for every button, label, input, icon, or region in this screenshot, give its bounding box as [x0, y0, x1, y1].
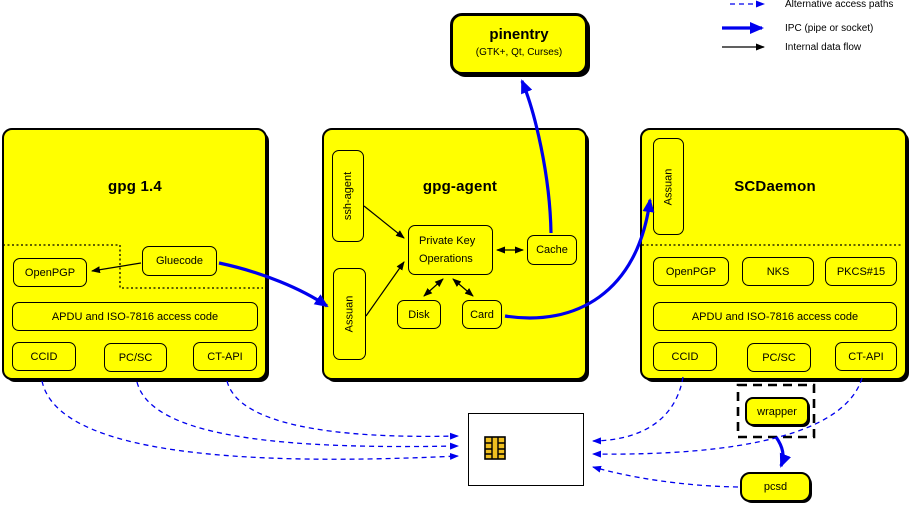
scdaemon-ccid-label: CCID — [671, 350, 699, 363]
alt-gpg14-ccid-to-card — [41, 380, 459, 460]
alt-gpg14-ctapi-to-card — [226, 380, 459, 440]
gpg14-apdu-box: APDU and ISO-7816 access code — [12, 302, 258, 331]
pcsd-label: pcsd — [763, 481, 788, 493]
scdaemon-ctapi-label: CT-API — [848, 350, 884, 363]
scdaemon-ccid-box: CCID — [653, 342, 717, 371]
gpg14-openpgp-label: OpenPGP — [24, 266, 76, 279]
legend-label-internal: Internal data flow — [785, 42, 862, 53]
gpg-agent-ssh-agent-box: ssh-agent — [332, 150, 364, 242]
scdaemon-openpgp-label: OpenPGP — [665, 265, 717, 278]
scdaemon-assuan-label: Assuan — [662, 168, 675, 205]
scdaemon-apdu-label: APDU and ISO-7816 access code — [691, 310, 859, 323]
gpg-agent-title: gpg-agent — [422, 178, 498, 195]
scdaemon-nks-label: NKS — [766, 265, 790, 278]
gpg14-apdu-label: APDU and ISO-7816 access code — [51, 310, 219, 323]
private-key-operations-box: Private Key Operations — [408, 225, 493, 275]
legend-label-ipc: IPC (pipe or socket) — [785, 23, 874, 34]
scdaemon-openpgp-box: OpenPGP — [653, 257, 729, 286]
wrapper-label: wrapper — [757, 405, 797, 418]
smartcard — [468, 413, 584, 486]
gpg14-title: gpg 1.4 — [108, 178, 162, 195]
gpg14-pcsc-label: PC/SC — [118, 351, 153, 364]
disk-box: Disk — [397, 300, 441, 329]
scdaemon-assuan-box: Assuan — [653, 138, 684, 235]
scdaemon-nks-box: NKS — [742, 257, 814, 286]
alt-scdaemon-ctapi-to-card — [592, 377, 863, 458]
gpg14-pcsc-box: PC/SC — [104, 343, 167, 372]
scdaemon-apdu-box: APDU and ISO-7816 access code — [653, 302, 897, 331]
gpg14-ccid-label: CCID — [30, 350, 58, 363]
pko-line2: Operations — [419, 253, 473, 265]
cache-label: Cache — [536, 244, 568, 256]
disk-label: Disk — [408, 308, 430, 321]
smartcard-chip-icon — [484, 436, 506, 460]
gpg14-ccid-box: CCID — [12, 342, 76, 371]
pko-line1: Private Key — [419, 235, 476, 247]
scdaemon-pkcs15-box: PKCS#15 — [825, 257, 897, 286]
gpg14-gluecode-label: Gluecode — [155, 255, 204, 267]
gpg14-gluecode-box: Gluecode — [142, 246, 217, 276]
gpg-agent-assuan-label: Assuan — [343, 295, 356, 333]
pinentry-box: pinentry (GTK+, Qt, Curses) — [450, 13, 588, 75]
scdaemon-ctapi-box: CT-API — [835, 342, 897, 371]
ssh-agent-label: ssh-agent — [342, 171, 354, 221]
gpg-agent-assuan-box: Assuan — [333, 268, 366, 360]
gpg14-ctapi-label: CT-API — [207, 350, 243, 363]
legend-label-alternative: Alternative access paths — [785, 0, 894, 10]
cache-box: Cache — [527, 235, 577, 265]
card-label: Card — [470, 308, 494, 321]
ipc-wrapper-to-pcsd — [774, 436, 792, 468]
card-box: Card — [462, 300, 502, 329]
scdaemon-title: SCDaemon — [734, 178, 816, 195]
scdaemon-pcsc-box: PC/SC — [747, 343, 811, 372]
scdaemon-pkcs15-label: PKCS#15 — [836, 265, 886, 278]
pinentry-subtitle: (GTK+, Qt, Curses) — [475, 47, 563, 58]
alt-scdaemon-ccid-to-card — [592, 376, 684, 445]
pinentry-title: pinentry — [489, 26, 549, 43]
scdaemon-pcsc-label: PC/SC — [762, 351, 796, 364]
alt-gpg14-pcsc-to-card — [136, 381, 459, 450]
wrapper-box: wrapper — [745, 397, 809, 426]
alt-pcsd-to-card — [592, 465, 739, 488]
pcsd-box: pcsd — [740, 472, 811, 502]
gpg14-openpgp-box: OpenPGP — [13, 258, 87, 287]
gpg14-ctapi-box: CT-API — [193, 342, 257, 371]
